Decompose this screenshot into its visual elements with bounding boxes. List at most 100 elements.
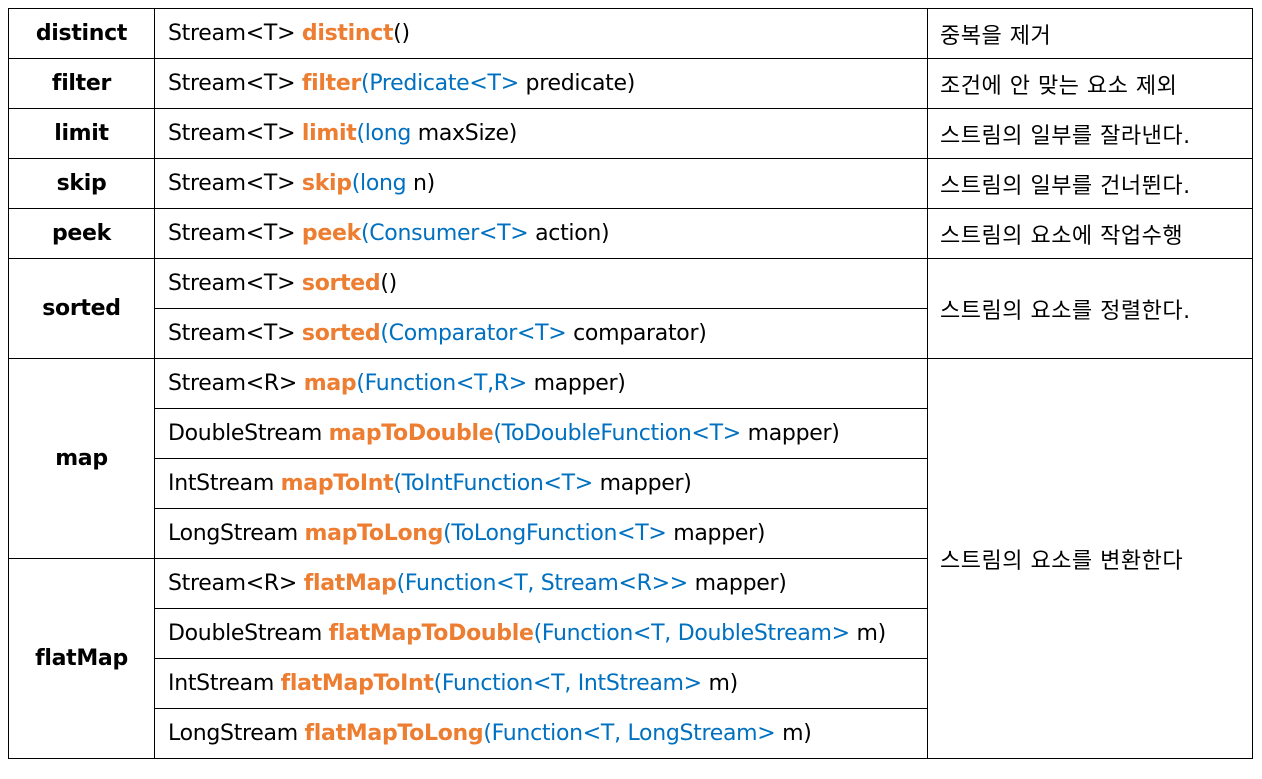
parameter-type: (Function<T, LongStream>	[483, 721, 783, 746]
return-type: LongStream	[168, 721, 305, 746]
method-name: filter	[301, 71, 362, 96]
method-name: skip	[301, 171, 352, 196]
signature-cell: Stream<T> limit(long maxSize)	[154, 108, 928, 159]
operation-name-cell: distinct	[8, 8, 155, 59]
return-type: DoubleStream	[168, 621, 329, 646]
parameter-type: (Predicate<T>	[361, 71, 526, 96]
signature-cell: Stream<R> map(Function<T,R> mapper)	[154, 358, 928, 409]
method-name: flatMapToInt	[280, 671, 434, 696]
return-type: Stream<T>	[168, 21, 302, 46]
parameter-rest: mapper)	[599, 471, 692, 496]
parameter-rest: mapper)	[673, 521, 766, 546]
signature-cell: Stream<T> distinct()	[154, 8, 928, 59]
description-cell: 스트림의 일부를 잘라낸다.	[927, 108, 1253, 159]
parameter-type: (ToDoubleFunction<T>	[493, 421, 748, 446]
method-name: flatMapToDouble	[328, 621, 534, 646]
parameter-type: (ToIntFunction<T>	[393, 471, 600, 496]
signature-cell: Stream<T> peek(Consumer<T> action)	[154, 208, 928, 259]
operation-name-cell: sorted	[8, 258, 155, 359]
method-name: mapToDouble	[328, 421, 494, 446]
method-name: mapToLong	[304, 521, 444, 546]
return-type: IntStream	[168, 471, 281, 496]
return-type: IntStream	[168, 671, 281, 696]
description-cell: 스트림의 요소를 정렬한다.	[927, 258, 1253, 359]
signature-cell: Stream<T> filter(Predicate<T> predicate)	[154, 58, 928, 109]
signature-cell: IntStream mapToInt(ToIntFunction<T> mapp…	[154, 458, 928, 509]
operation-name-cell: map	[8, 358, 155, 559]
parameter-type: (long	[356, 121, 418, 146]
table-row: Stream<T> sorted(Comparator<T> comparato…	[9, 308, 1253, 359]
return-type: Stream<T>	[168, 121, 302, 146]
parameter-rest: mapper)	[747, 421, 840, 446]
parameter-rest: maxSize)	[417, 121, 518, 146]
method-name: sorted	[301, 321, 381, 346]
table-row: DoubleStream mapToDouble(ToDoubleFunctio…	[9, 408, 1253, 459]
return-type: Stream<T>	[168, 221, 302, 246]
method-name: limit	[301, 121, 357, 146]
return-type: DoubleStream	[168, 421, 329, 446]
table-row: DoubleStream flatMapToDouble(Function<T,…	[9, 608, 1253, 659]
parameter-type: (ToLongFunction<T>	[443, 521, 674, 546]
parameter-rest: mapper)	[533, 371, 626, 396]
signature-cell: DoubleStream flatMapToDouble(Function<T,…	[154, 608, 928, 659]
parameter-type: (Function<T, IntStream>	[433, 671, 709, 696]
operation-name-cell: limit	[8, 108, 155, 159]
method-name: flatMap	[303, 571, 397, 596]
operation-name-cell: peek	[8, 208, 155, 259]
parameter-rest: predicate)	[525, 71, 636, 96]
parameter-rest: m)	[782, 721, 812, 746]
operation-name-cell: flatMap	[8, 558, 155, 759]
description-cell: 스트림의 요소를 변환한다	[927, 358, 1253, 759]
description-cell: 스트림의 일부를 건너뛴다.	[927, 158, 1253, 209]
parameter-rest: action)	[535, 221, 610, 246]
return-type: Stream<T>	[168, 171, 302, 196]
method-name: sorted	[301, 271, 381, 296]
return-type: Stream<T>	[168, 71, 302, 96]
table-row: LongStream flatMapToLong(Function<T, Lon…	[9, 708, 1253, 759]
table-row: IntStream flatMapToInt(Function<T, IntSt…	[9, 658, 1253, 709]
signature-cell: IntStream flatMapToInt(Function<T, IntSt…	[154, 658, 928, 709]
method-name: flatMapToLong	[304, 721, 484, 746]
signature-cell: Stream<T> sorted()	[154, 258, 928, 309]
parameter-rest: comparator)	[573, 321, 707, 346]
parameter-rest: m)	[856, 621, 886, 646]
return-type: Stream<R>	[168, 371, 304, 396]
signature-cell: Stream<T> sorted(Comparator<T> comparato…	[154, 308, 928, 359]
parameter-type: (Function<T, DoubleStream>	[533, 621, 857, 646]
parameter-type: (long	[351, 171, 413, 196]
method-name: peek	[301, 221, 361, 246]
method-name: mapToInt	[280, 471, 394, 496]
signature-cell: Stream<R> flatMap(Function<T, Stream<R>>…	[154, 558, 928, 609]
return-type: LongStream	[168, 521, 305, 546]
parameter-rest: m)	[708, 671, 739, 696]
description-cell: 중복을 제거	[927, 8, 1253, 59]
parameter-rest: mapper)	[694, 571, 787, 596]
parameter-rest: ()	[393, 21, 410, 46]
parameter-rest: ()	[380, 271, 397, 296]
return-type: Stream<R>	[168, 571, 304, 596]
signature-cell: Stream<T> skip(long n)	[154, 158, 928, 209]
parameter-type: (Comparator<T>	[380, 321, 574, 346]
table-row: LongStream mapToLong(ToLongFunction<T> m…	[9, 508, 1253, 559]
operation-name-cell: skip	[8, 158, 155, 209]
method-name: distinct	[301, 21, 394, 46]
description-cell: 조건에 안 맞는 요소 제외	[927, 58, 1253, 109]
operation-name-cell: filter	[8, 58, 155, 109]
return-type: Stream<T>	[168, 271, 302, 296]
description-cell: 스트림의 요소에 작업수행	[927, 208, 1253, 259]
signature-cell: LongStream mapToLong(ToLongFunction<T> m…	[154, 508, 928, 559]
parameter-rest: n)	[413, 171, 435, 196]
signature-cell: LongStream flatMapToLong(Function<T, Lon…	[154, 708, 928, 759]
signature-cell: DoubleStream mapToDouble(ToDoubleFunctio…	[154, 408, 928, 459]
parameter-type: (Function<T, Stream<R>>	[396, 571, 695, 596]
parameter-type: (Function<T,R>	[356, 371, 534, 396]
